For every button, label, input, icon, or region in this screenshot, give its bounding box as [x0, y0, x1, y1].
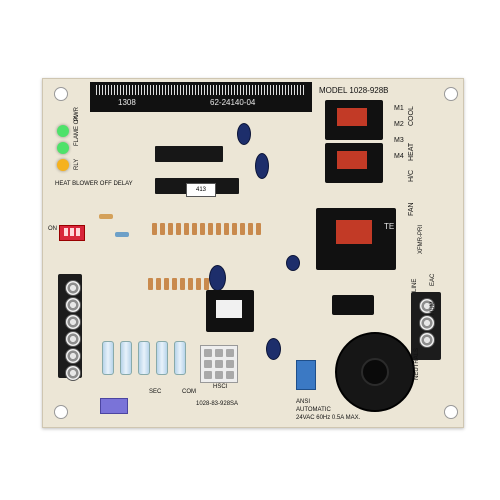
- ic-top: [153, 144, 225, 164]
- relay-brand-text: TE: [384, 222, 395, 231]
- hum-label: HUM: [430, 301, 436, 315]
- terminal-screw-4: [65, 331, 81, 347]
- buzzer: [335, 332, 415, 412]
- purple-fuse: [100, 398, 128, 414]
- relay-top: [325, 100, 383, 140]
- relay-lower: [206, 290, 254, 332]
- dip-label: ON: [48, 226, 57, 232]
- side-label-m1: M1: [394, 105, 404, 112]
- capacitor-top: [237, 123, 251, 145]
- relay-middle: [325, 143, 383, 183]
- com-label: COM: [182, 389, 196, 395]
- sec-label: SEC: [149, 389, 162, 395]
- automatic-label: AUTOMATIC: [296, 407, 331, 413]
- barcode-lines: [96, 85, 306, 95]
- side-label-m3: M3: [394, 137, 404, 144]
- right-screw-2: [419, 315, 435, 331]
- resistor-red: [99, 214, 113, 219]
- line-label: LINE: [412, 278, 418, 292]
- eac-label: EAC: [430, 273, 436, 286]
- side-label-m4: M4: [394, 153, 404, 160]
- blue-capacitor: [296, 360, 316, 390]
- mount-hole-top-left: [54, 87, 68, 101]
- side-label-fan: FAN: [408, 202, 415, 216]
- relay-power: [316, 208, 396, 270]
- status-rly-label: RLY: [74, 158, 80, 170]
- fuse-1: [102, 341, 114, 375]
- capacitor-center: [209, 265, 226, 291]
- ansi-label: ANSI: [296, 399, 311, 405]
- terminal-screw-3: [65, 314, 81, 330]
- flame-led: [57, 142, 69, 154]
- barcode-right-text: 62-24140-04: [210, 98, 256, 107]
- mount-hole-bottom-right: [444, 405, 458, 419]
- capacitor-lower: [266, 338, 281, 360]
- fuse-3: [138, 341, 150, 375]
- terminal-screw-2: [65, 297, 81, 313]
- side-label-heat: HEAT: [408, 142, 415, 161]
- heat-blower-label: HEAT BLOWER OFF DELAY: [55, 181, 133, 187]
- capacitor-side: [255, 153, 269, 179]
- terminal-screw-5: [65, 348, 81, 364]
- terminal-screw-6: [65, 365, 81, 381]
- relay-led: [57, 159, 69, 171]
- fuse-4: [156, 341, 168, 375]
- side-label-m2: M2: [394, 121, 404, 128]
- barcode-strip: [90, 82, 312, 112]
- part-number-label: 1028-83-928SA: [196, 401, 239, 407]
- resistor-blue: [115, 232, 129, 237]
- hsci-label: HSCI: [213, 384, 228, 390]
- status-flame-label: FLAME OK: [74, 115, 80, 146]
- resistor-row-2: [148, 278, 209, 290]
- capacitor-small: [286, 255, 300, 271]
- fuse-2: [120, 341, 132, 375]
- side-label-hc: H/C: [408, 169, 415, 182]
- power-label: 24VAC 60Hz 0.5A MAX.: [296, 415, 361, 421]
- mount-hole-bottom-left: [54, 405, 68, 419]
- xfmr-label: XFMR-PRI: [418, 225, 424, 254]
- fuse-5: [174, 341, 186, 375]
- mount-hole-top-right: [444, 87, 458, 101]
- connector-9pin: [200, 345, 238, 383]
- resistor-row-1: [152, 223, 261, 235]
- sticker-413: 413: [186, 183, 216, 197]
- dip-switch[interactable]: [59, 225, 85, 241]
- right-screw-1: [419, 298, 435, 314]
- power-led: [57, 125, 69, 137]
- neutrals-label: NEUTRALS: [414, 347, 420, 380]
- right-screw-3: [419, 332, 435, 348]
- terminal-screw-1: [65, 280, 81, 296]
- relay-small: [332, 295, 374, 315]
- barcode-left-text: 1308: [118, 98, 136, 107]
- model-text: MODEL 1028-928B: [319, 86, 389, 95]
- side-label-cool: COOL: [408, 106, 415, 126]
